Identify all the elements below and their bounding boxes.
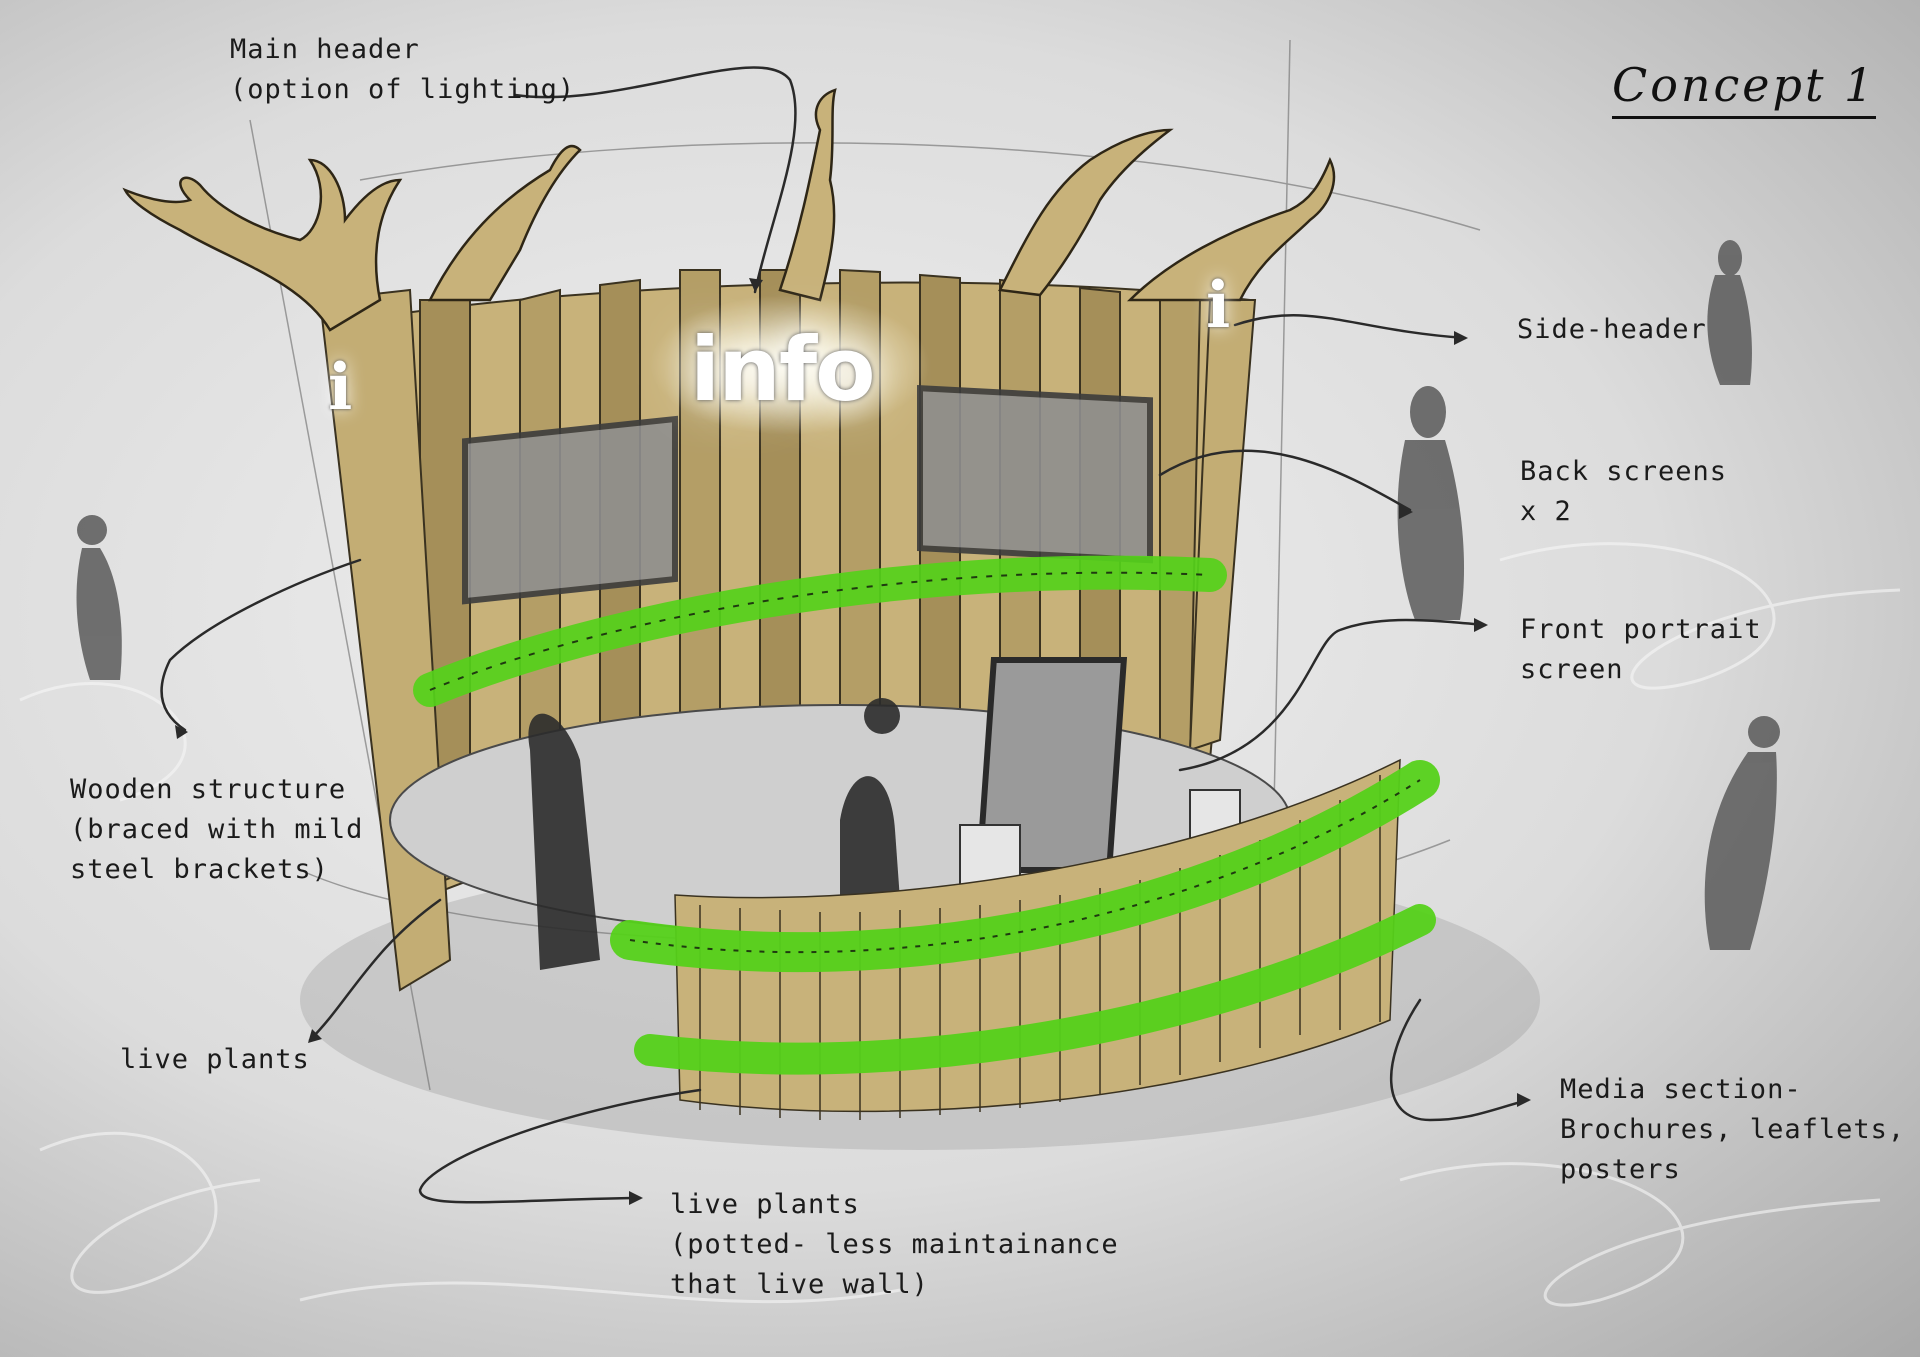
annotation-line: Side-header [1517,314,1707,345]
annotation-side-header: Side-header [1517,310,1707,350]
arrow-heads [175,278,1531,1205]
header-light-glow [650,295,930,435]
concept-title: Concept 1 [1612,58,1877,119]
side-header-sign-left: i [328,350,353,425]
annotation-line: (potted- less maintainance [670,1229,1119,1260]
annotation-line: steel brackets) [70,854,329,885]
side-header-sign-right: i [1206,268,1231,343]
annotation-line: (braced with mild [70,814,364,845]
annotation-wooden-structure: Wooden structure (braced with mild steel… [70,770,363,890]
back-screen-right [917,385,1153,564]
back-screens [462,385,1153,605]
annotation-line: live plants [670,1189,860,1220]
tree-branch-header [122,88,1336,332]
visitor-silhouettes [528,698,900,970]
annotation-live-plants-left: live plants [120,1040,310,1080]
annotation-back-screens: Back screens x 2 [1520,452,1727,532]
annotation-main-header: Main header (option of lighting) [230,30,575,110]
back-screen-left [462,415,678,605]
annotation-leaders [160,66,1530,1204]
front-plant-band-bottom [634,904,1436,1075]
scale-figures [76,240,1780,950]
annotation-media-section: Media section- Brochures, leaflets, post… [1560,1070,1905,1190]
annotation-line: posters [1560,1154,1681,1185]
annotation-line: (option of lighting) [230,74,576,105]
annotation-line: Front portrait [1520,614,1762,645]
annotation-live-plants-bottom: live plants (potted- less maintainance t… [670,1185,1119,1305]
annotation-front-screen: Front portrait screen [1520,610,1762,690]
annotation-line: Media section- [1560,1074,1802,1105]
annotation-line: Wooden structure [70,774,347,805]
annotation-line: Back screens [1520,456,1728,487]
annotation-line: screen [1520,654,1624,685]
annotation-line: live plants [120,1044,310,1075]
background-scribbles [19,542,1901,1307]
annotation-line: Brochures, leaflets, [1560,1114,1906,1145]
annotation-line: Main header [230,34,420,65]
main-header-sign: info [690,318,876,421]
annotation-line: that live wall) [670,1269,929,1300]
annotation-line: x 2 [1520,496,1572,527]
